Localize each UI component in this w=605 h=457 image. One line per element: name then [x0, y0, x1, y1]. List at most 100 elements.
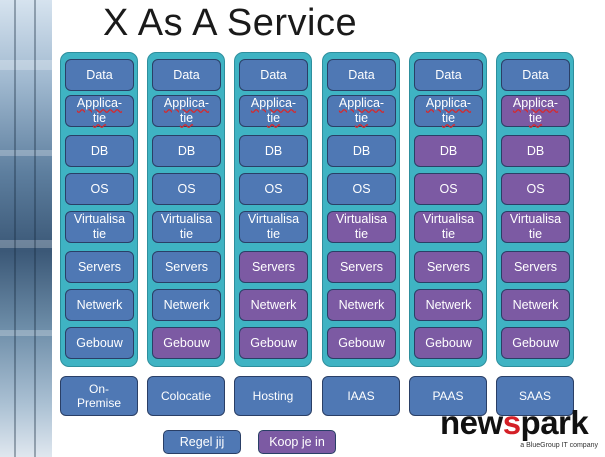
layer-label: Servers — [513, 259, 558, 274]
layer-label: Netwerk — [512, 297, 559, 312]
layer-cell: Data — [65, 59, 134, 91]
layer-label: Servers — [164, 259, 209, 274]
layer-label: Applica- tie — [250, 96, 297, 125]
layer-cell: Servers — [239, 251, 308, 283]
layer-cell: Applica- tie — [327, 95, 396, 127]
layer-cell: Virtualisa tie — [501, 211, 570, 243]
layer-cell: Gebouw — [501, 327, 570, 359]
layer-label: Data — [86, 67, 113, 82]
layer-label: Applica- tie — [425, 96, 472, 125]
layer-label: OS — [264, 181, 283, 196]
layer-cell: Servers — [414, 251, 483, 283]
layer-label: Applica- tie — [338, 96, 385, 125]
layer-cell: Virtualisa tie — [65, 211, 134, 243]
layer-cell: Virtualisa tie — [152, 211, 221, 243]
layer-cell: Netwerk — [65, 289, 134, 321]
layer-cell: Data — [239, 59, 308, 91]
layer-cell: Servers — [65, 251, 134, 283]
layer-label: Netwerk — [163, 297, 210, 312]
layer-cell: Netwerk — [152, 289, 221, 321]
layer-label: Virtualisa tie — [247, 212, 300, 241]
layer-cell: Virtualisa tie — [327, 211, 396, 243]
layer-cell: DB — [65, 135, 134, 167]
layer-cell: Netwerk — [414, 289, 483, 321]
layer-cell: DB — [501, 135, 570, 167]
layer-cell: Netwerk — [327, 289, 396, 321]
layer-cell: Servers — [327, 251, 396, 283]
layer-cell: OS — [327, 173, 396, 205]
layer-label: OS — [352, 181, 371, 196]
layer-cell: DB — [414, 135, 483, 167]
layer-label: Gebouw — [425, 335, 472, 350]
layer-label: OS — [526, 181, 545, 196]
layer-cell: Gebouw — [327, 327, 396, 359]
layer-label: Data — [435, 67, 462, 82]
layer-label: DB — [177, 143, 196, 158]
layer-cell: Gebouw — [65, 327, 134, 359]
layer-label: OS — [177, 181, 196, 196]
service-model-label: Hosting — [234, 376, 312, 416]
layer-label: DB — [90, 143, 109, 158]
service-model-label: SAAS — [496, 376, 574, 416]
layer-label: Gebouw — [250, 335, 297, 350]
layer-cell: Servers — [501, 251, 570, 283]
layer-cell: Data — [327, 59, 396, 91]
layer-label: DB — [439, 143, 458, 158]
service-model-label: PAAS — [409, 376, 487, 416]
service-model-label: IAAS — [322, 376, 400, 416]
layer-cell: OS — [239, 173, 308, 205]
layer-cell: Data — [414, 59, 483, 91]
legend-regel-jij: Regel jij — [163, 430, 241, 454]
layer-label: Virtualisa tie — [422, 212, 475, 241]
layer-cell: Netwerk — [501, 289, 570, 321]
legend-koop-je-in: Koop je in — [258, 430, 336, 454]
layer-label: Virtualisa tie — [73, 212, 126, 241]
layer-cell: DB — [239, 135, 308, 167]
layer-label: Data — [173, 67, 200, 82]
layer-cell: Data — [501, 59, 570, 91]
layer-label: Netwerk — [76, 297, 123, 312]
layer-cell: Virtualisa tie — [414, 211, 483, 243]
layer-cell: OS — [414, 173, 483, 205]
layer-label: Netwerk — [425, 297, 472, 312]
page-title: X As A Service — [103, 2, 358, 44]
layer-label: Gebouw — [76, 335, 123, 350]
service-model-label: On- Premise — [60, 376, 138, 416]
logo-wordmark: newspark — [440, 404, 589, 441]
layer-label: Servers — [251, 259, 296, 274]
layer-cell: Gebouw — [152, 327, 221, 359]
layer-cell: Applica- tie — [239, 95, 308, 127]
logo-tagline: a BlueGroup IT company — [520, 442, 598, 449]
layer-cell: Applica- tie — [414, 95, 483, 127]
layer-label: Netwerk — [338, 297, 385, 312]
layer-label: OS — [439, 181, 458, 196]
layer-cell: Gebouw — [414, 327, 483, 359]
layer-cell: Applica- tie — [152, 95, 221, 127]
layer-label: DB — [264, 143, 283, 158]
layer-label: Virtualisa tie — [509, 212, 562, 241]
service-model-label: Colocatie — [147, 376, 225, 416]
layer-cell: Servers — [152, 251, 221, 283]
layer-label: Gebouw — [163, 335, 210, 350]
layer-label: Netwerk — [250, 297, 297, 312]
layer-label: Gebouw — [512, 335, 559, 350]
layer-label: DB — [352, 143, 371, 158]
layer-cell: OS — [501, 173, 570, 205]
layer-cell: Data — [152, 59, 221, 91]
decorative-photo-strip — [0, 0, 52, 457]
layer-label: Virtualisa tie — [335, 212, 388, 241]
layer-cell: OS — [152, 173, 221, 205]
layer-label: Applica- tie — [512, 96, 559, 125]
layer-cell: OS — [65, 173, 134, 205]
layer-label: Virtualisa tie — [160, 212, 213, 241]
layer-label: Applica- tie — [163, 96, 210, 125]
layer-cell: Applica- tie — [65, 95, 134, 127]
layer-label: Applica- tie — [76, 96, 123, 125]
layer-cell: DB — [152, 135, 221, 167]
layer-label: DB — [526, 143, 545, 158]
layer-label: Servers — [426, 259, 471, 274]
